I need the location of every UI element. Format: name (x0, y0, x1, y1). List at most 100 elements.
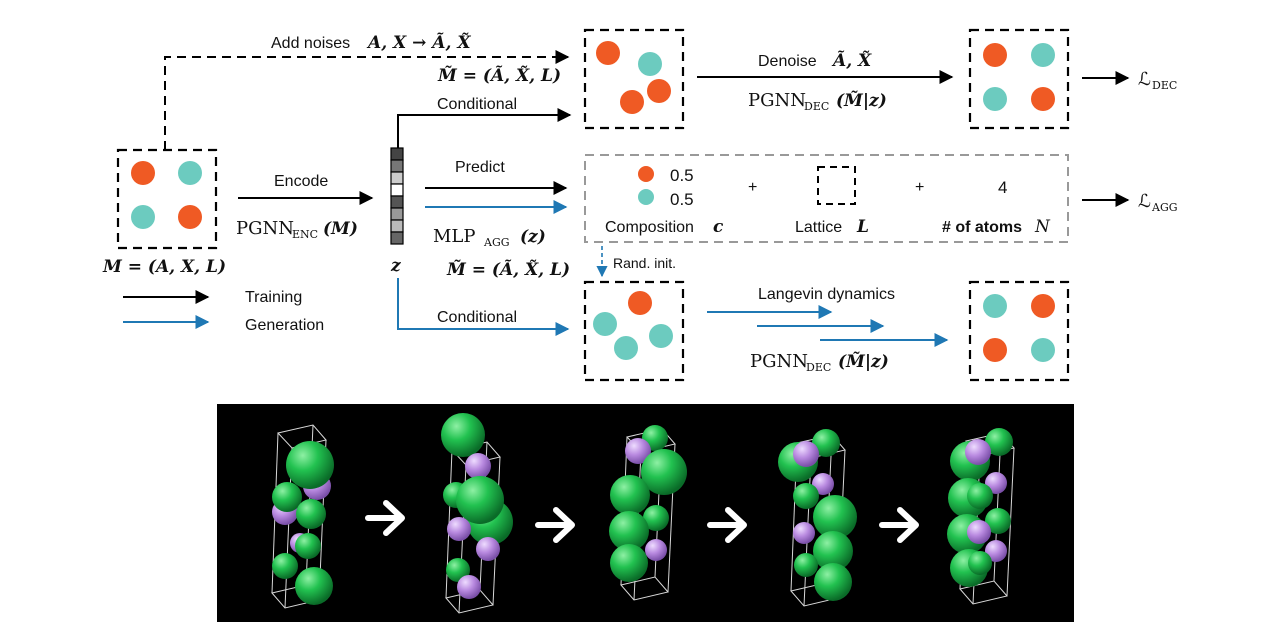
atom-green (272, 553, 298, 579)
atom-green (641, 449, 687, 495)
generated-structure-box (968, 280, 1070, 382)
atom-orange (620, 90, 644, 114)
pgnn-enc-text: PGNN (236, 218, 294, 239)
atom-purple (985, 540, 1007, 562)
encode-label: Encode (274, 173, 328, 190)
noise-math: A, X → Ã, X̃ (366, 31, 471, 53)
loss-agg-sub: AGG (1151, 201, 1178, 214)
atom-teal (1031, 338, 1055, 362)
latent-vector-z (390, 147, 404, 245)
loss-dec-symbol: ℒ (1138, 69, 1151, 90)
atom-purple (793, 441, 819, 467)
atom-orange (983, 43, 1007, 67)
atom-green (456, 476, 504, 524)
loss-dec-sub: DEC (1152, 79, 1177, 92)
predict-label: Predict (455, 159, 505, 176)
atom-purple (447, 517, 471, 541)
white-right-arrow-icon (365, 500, 405, 536)
atom-teal (131, 205, 155, 229)
pgnn-dec-bottom-arg: (M̃|z) (838, 352, 889, 372)
pgnn-dec-bottom-sub: DEC (806, 361, 831, 374)
lattice-symbol: L (856, 217, 869, 237)
loss-dec: ℒ DEC (1138, 69, 1177, 92)
pgnn-dec-top: PGNN DEC (M̃|z) (748, 90, 887, 113)
atom-teal (638, 189, 654, 205)
atom-orange (131, 161, 155, 185)
conditional-bottom-label: Conditional (437, 309, 517, 326)
mlp-agg: MLP AGG (z) (433, 226, 546, 249)
atom-green (794, 553, 818, 577)
atom-purple (965, 439, 991, 465)
plus-1: + (748, 179, 757, 196)
atom-orange (638, 166, 654, 182)
comp-value-2: 0.5 (670, 190, 694, 209)
mlp-sub: AGG (483, 236, 510, 249)
structure-frame-3 (609, 425, 687, 601)
pgnn-dec-bottom-text: PGNN (750, 351, 808, 372)
plus-2: + (915, 179, 924, 196)
num-atoms-label: # of atoms (942, 219, 1022, 236)
pgnn-dec-bottom: PGNN DEC (M̃|z) (750, 351, 889, 374)
pgnn-enc-sub: ENC (292, 228, 318, 241)
atom-purple (812, 473, 834, 495)
atom-green (610, 475, 650, 515)
denoised-structure-box (968, 28, 1070, 130)
white-right-arrow-icon (535, 507, 575, 543)
pgnn-dec-top-arg: (M̃|z) (836, 91, 887, 111)
loss-agg: ℒ AGG (1138, 191, 1178, 214)
noise-path-arrow (164, 50, 570, 150)
atom-green (286, 441, 334, 489)
input-structure-box (116, 148, 218, 250)
noisy-structure-box (583, 28, 685, 130)
legend-training-label: Training (245, 289, 302, 306)
atom-purple (645, 539, 667, 561)
denoise-label: Denoise (758, 53, 817, 70)
atom-teal (593, 312, 617, 336)
atom-green (814, 563, 852, 601)
atom-green (793, 483, 819, 509)
atom-green (813, 495, 857, 539)
m-definition: M = (A, X, L) (102, 257, 226, 277)
atom-purple (967, 520, 991, 544)
pgnn-dec-top-sub: DEC (804, 100, 829, 113)
atom-orange (983, 338, 1007, 362)
atom-purple (465, 453, 491, 479)
loss-agg-symbol: ℒ (1138, 191, 1151, 212)
pgnn-dec-top-text: PGNN (748, 90, 806, 111)
atom-purple (476, 537, 500, 561)
z-label: z (390, 256, 401, 276)
atom-orange (647, 79, 671, 103)
atom-teal (983, 87, 1007, 111)
lattice-label: Lattice (795, 219, 842, 236)
white-right-arrow-icon (879, 507, 919, 543)
white-right-arrow-icon (707, 507, 747, 543)
atom-purple (625, 438, 651, 464)
atom-orange (596, 41, 620, 65)
m-tilde-mid: M̃ = (Ã, X̃, L) (446, 258, 570, 280)
atom-green (643, 505, 669, 531)
atom-teal (614, 336, 638, 360)
atom-green (813, 531, 853, 571)
num-atoms-symbol: N (1034, 217, 1051, 237)
atom-green (812, 429, 840, 457)
composition-symbol: c (713, 217, 724, 237)
denoise-math: Ã, X̃ (831, 49, 872, 71)
mlp-text: MLP (433, 226, 476, 247)
composition-label: Composition (605, 219, 694, 236)
atom-green (968, 551, 992, 575)
langevin-label: Langevin dynamics (758, 286, 895, 303)
conditional-top-label: Conditional (437, 96, 517, 113)
atom-green (446, 558, 470, 582)
atom-orange (1031, 87, 1055, 111)
aggregate-properties-box: 0.5 0.5 + + 4 Composition c Lattice L # … (584, 154, 1069, 243)
atom-green (295, 533, 321, 559)
atom-teal (1031, 43, 1055, 67)
atom-green (272, 482, 302, 512)
conditional-gen-arrow (397, 278, 570, 336)
legend-generation-label: Generation (245, 317, 324, 334)
pgnn-enc: PGNN ENC (M) (236, 218, 358, 241)
atom-purple (793, 522, 815, 544)
atom-green (985, 428, 1013, 456)
